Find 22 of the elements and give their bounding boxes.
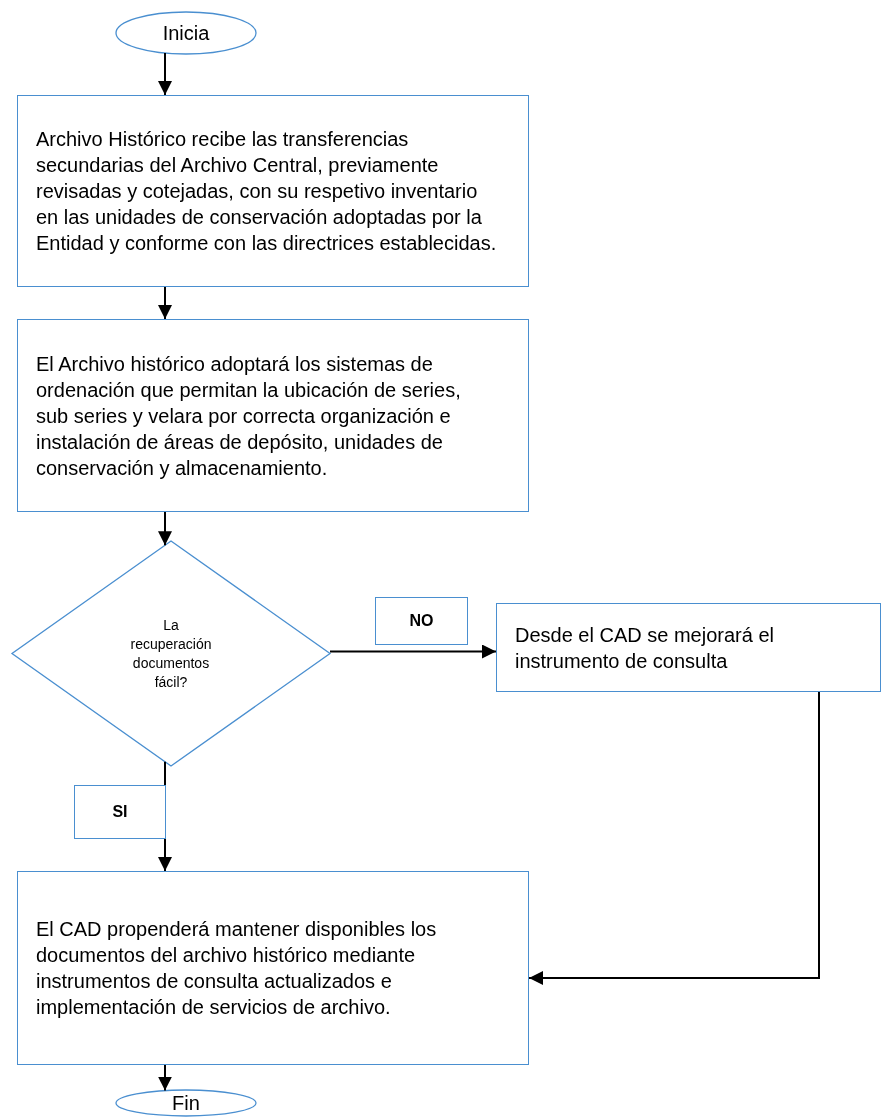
edge-label: SI [74,785,166,839]
decision-text: La recuperación documentos fácil? [129,615,213,692]
process-box [17,319,529,512]
terminal-ellipse [115,1089,257,1117]
arrow [158,286,172,320]
decision-diamond [10,540,332,767]
arrow [158,52,172,96]
process-text: Archivo Histórico recibe las transferencias secundarias del Archivo Central, previamente revisadas y cotejadas, con su respetivo inventario en las unidades de conservación adoptadas por la Entidad y conforme con las directrices establecidas. [36,127,498,256]
process-text: El Archivo histórico adoptará los sistemas de ordenación que permitan la ubicación de series, sub series y velara por correcta organización e instalación de áreas de depósito, unidades de conservación y almacenamiento. [36,351,462,481]
process-text: Desde el CAD se mejorará el instrumento de consulta [515,622,775,674]
terminal-text: Fin [172,1091,200,1115]
arrow [158,511,172,547]
process-box [496,603,881,692]
process-text: El CAD propenderá mantener disponibles los documentos del archivo histórico mediante instrumentos de consulta actualizados e implementación de servicios de archivo. [36,917,438,1020]
edge-label: NO [375,597,468,645]
terminal-ellipse [115,11,257,55]
process-box [17,95,529,287]
arrow [158,1064,172,1092]
terminal-text: Inicia [162,21,210,45]
arrow [528,691,820,985]
arrow [329,644,497,659]
process-box [17,871,529,1065]
